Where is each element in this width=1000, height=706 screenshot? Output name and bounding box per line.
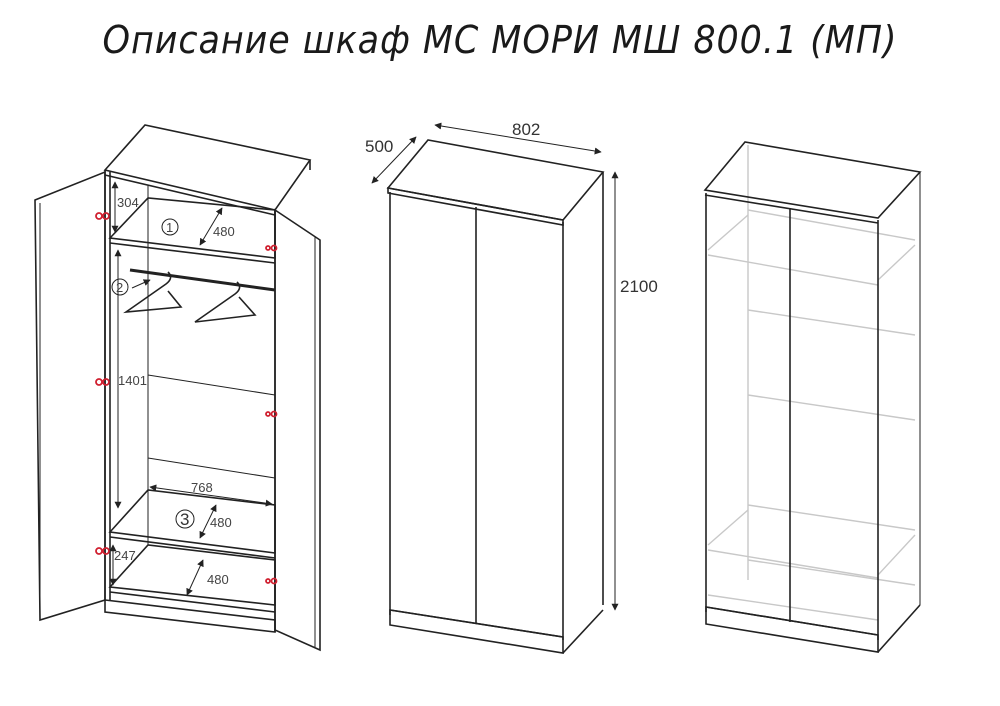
- top-panel: [703, 141, 922, 219]
- label-circle-2: [111, 278, 129, 296]
- dim-height: 2100: [620, 277, 658, 296]
- hanger-icon: [194, 281, 257, 323]
- left-door: [34, 170, 106, 622]
- dim-shelf3-depth: 480: [210, 515, 232, 530]
- right-door: [274, 208, 321, 652]
- dim-top-section: 304: [117, 195, 139, 210]
- svg-text:2: 2: [116, 280, 123, 295]
- svg-text:1: 1: [166, 220, 173, 235]
- svg-text:3: 3: [180, 510, 189, 529]
- dim-hanging-section: 1401: [118, 373, 147, 388]
- open-wardrobe-view: 304 1401 247 768 480 480 480 1 2 3: [34, 124, 321, 652]
- diagram-title: Описание шкаф МС МОРИ МШ 800.1 (МП): [102, 18, 898, 62]
- hanging-rail: [129, 268, 276, 292]
- dim-bottom-section: 247: [114, 548, 136, 563]
- dim-shelf-width: 768: [191, 480, 213, 495]
- hinge-icon: [95, 212, 278, 585]
- transparent-wardrobe-view: [703, 141, 922, 653]
- closed-wardrobe-view: 802 500 2100: [365, 120, 658, 654]
- dim-shelf1-depth: 480: [213, 224, 235, 239]
- label-circle-3: [175, 509, 195, 529]
- shelf-3: [108, 489, 276, 554]
- dim-bottom-depth: 480: [207, 572, 229, 587]
- dim-width: 802: [512, 120, 540, 139]
- label-circle-1: [161, 218, 179, 236]
- plinth: [705, 606, 879, 653]
- dim-depth: 500: [365, 137, 393, 156]
- hanger-icon: [123, 271, 183, 314]
